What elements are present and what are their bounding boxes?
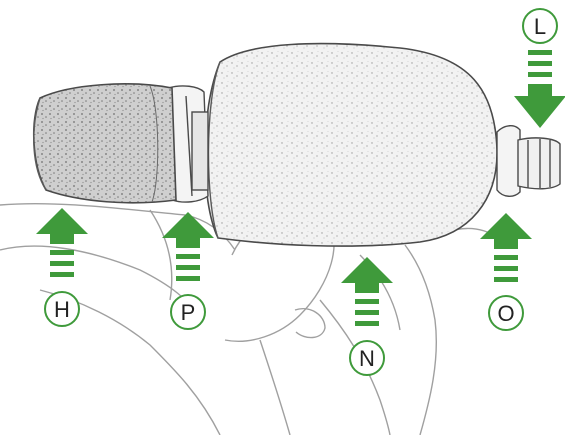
- filter-body: [205, 44, 497, 246]
- arrow-down-icon: [514, 84, 565, 128]
- arrow-up-icon: [162, 212, 214, 248]
- callout-n: N: [341, 257, 393, 375]
- arrow-up-icon: [36, 208, 88, 244]
- arrow-up-icon: [480, 213, 532, 249]
- callout-label-n: N: [359, 346, 375, 371]
- callout-l: L: [514, 9, 565, 128]
- left-cap: [34, 84, 176, 203]
- callout-label-l: L: [534, 14, 546, 39]
- callout-label-o: O: [497, 301, 514, 326]
- callout-p: P: [162, 212, 214, 329]
- right-fitting: [497, 126, 560, 197]
- callout-o: O: [480, 213, 532, 330]
- callout-label-h: H: [54, 297, 70, 322]
- callout-label-p: P: [181, 300, 196, 325]
- callout-h: H: [36, 208, 88, 326]
